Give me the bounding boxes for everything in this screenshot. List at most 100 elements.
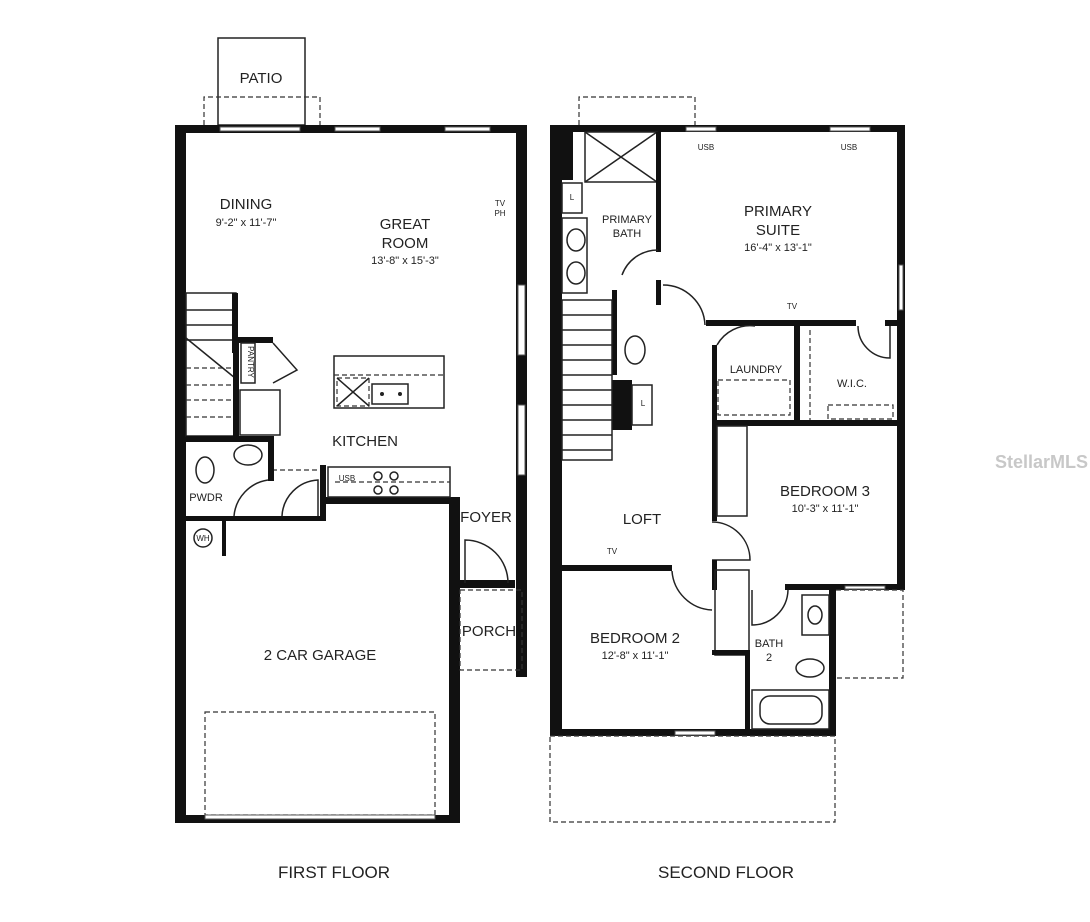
wic-door[interactable] [857,325,891,359]
room-label-loft: LOFT [623,511,661,528]
wall [712,650,750,655]
bedroom3-door[interactable] [711,521,751,561]
bath2-door[interactable] [751,589,789,626]
wall [175,125,186,823]
room-label-pwdr: PWDR [189,492,223,504]
toilet [795,658,825,678]
first-floor-caption: FIRST FLOOR [278,863,390,882]
room-dim-great-room: 13'-8" x 15'-3" [371,255,439,267]
wall [449,500,460,823]
wall [550,125,562,735]
window [898,264,904,311]
wall [233,337,239,437]
room-label-foyer: FOYER [460,509,512,526]
sink [233,444,263,466]
wall [320,497,460,504]
room-label-wic: W.I.C. [837,378,867,390]
toilet [624,335,646,365]
first-floor: PATIO DINING 9'-2" x 11'-7" GREAT ROOM 1… [175,37,527,882]
wall [562,565,672,571]
wall [268,436,274,481]
room-label-primary-suite: PRIMARY [744,203,812,220]
garage-entry-door[interactable] [281,479,319,517]
toilet [195,456,215,484]
usb-note: USB [698,143,714,152]
wall [885,320,900,326]
wall [550,125,905,132]
room-dim-bedroom3: 10'-3" x 11'-1" [792,503,859,515]
window [829,126,871,132]
pantry-door[interactable] [272,342,299,384]
wall [186,436,274,442]
wall [712,420,905,426]
lower-dashed [549,735,836,823]
sink [566,228,586,252]
room-label-bath2: BATH [755,638,784,650]
window [444,126,491,132]
primary-bath-door[interactable] [621,249,659,276]
wall [516,585,527,677]
room-label-primary-suite-2: SUITE [756,222,800,239]
wall [897,420,905,590]
front-door[interactable] [464,539,509,584]
ph-note: PH [494,209,505,218]
room-label-kitchen: KITCHEN [332,433,398,450]
window [517,404,526,476]
vanity [561,217,588,294]
wall [745,650,750,735]
sink [566,261,586,285]
room-label-pantry: PANTRY [246,346,255,378]
window [685,126,717,132]
vanity [801,594,830,636]
closet [714,569,750,656]
room-dim-dining: 9'-2" x 11'-7" [216,217,277,229]
laundry-door[interactable] [716,324,756,346]
second-floor: USB USB L L PRIMARY BATH PRIMARY SUITE 1… [549,96,905,882]
right-dashed [836,589,904,679]
linen-label: L [570,193,575,202]
room-label-laundry: LAUNDRY [730,364,783,376]
watermark: StellarMLS [995,452,1088,472]
room-label-great-room-2: ROOM [382,235,429,252]
shower-drain [584,131,658,183]
sink [807,605,823,625]
primary-suite-door[interactable] [662,284,706,326]
room-label-patio: PATIO [240,70,283,87]
wall [233,337,273,343]
wic-shelf-2 [827,404,894,420]
wall [455,580,515,588]
tv-note: TV [495,199,506,208]
tv-note: TV [787,302,798,311]
wall [186,516,324,521]
room-label-primary-bath-2: BATH [613,228,642,240]
room-label-great-room: GREAT [380,216,431,233]
porch-outline [459,589,523,671]
water-heater [193,528,213,548]
wall [794,320,800,425]
room-dim-bedroom2: 12'-8" x 11'-1" [602,650,669,662]
wall [712,345,717,420]
window [334,126,381,132]
roof-dashed [578,96,696,125]
second-floor-caption: SECOND FLOOR [658,863,794,882]
room-label-bath2-2: 2 [766,652,772,664]
window [674,730,716,736]
wall [829,585,836,736]
linen-closet [631,384,653,426]
wall [656,280,661,305]
room-dim-primary-suite: 16'-4" x 13'-1" [744,242,812,254]
room-label-bedroom3: BEDROOM 3 [780,483,870,500]
window [204,814,436,820]
window [844,585,886,590]
fridge [239,389,281,436]
stairs [561,299,613,461]
room-label-dining: DINING [220,196,273,213]
linen [561,182,583,214]
room-label-primary-bath: PRIMARY [602,214,653,226]
linen-label-2: L [641,399,646,408]
pwdr-door[interactable] [233,479,269,517]
bedroom2-door[interactable] [671,570,713,611]
room-label-porch: PORCH [462,623,516,640]
wall [550,125,573,180]
window [219,126,301,132]
